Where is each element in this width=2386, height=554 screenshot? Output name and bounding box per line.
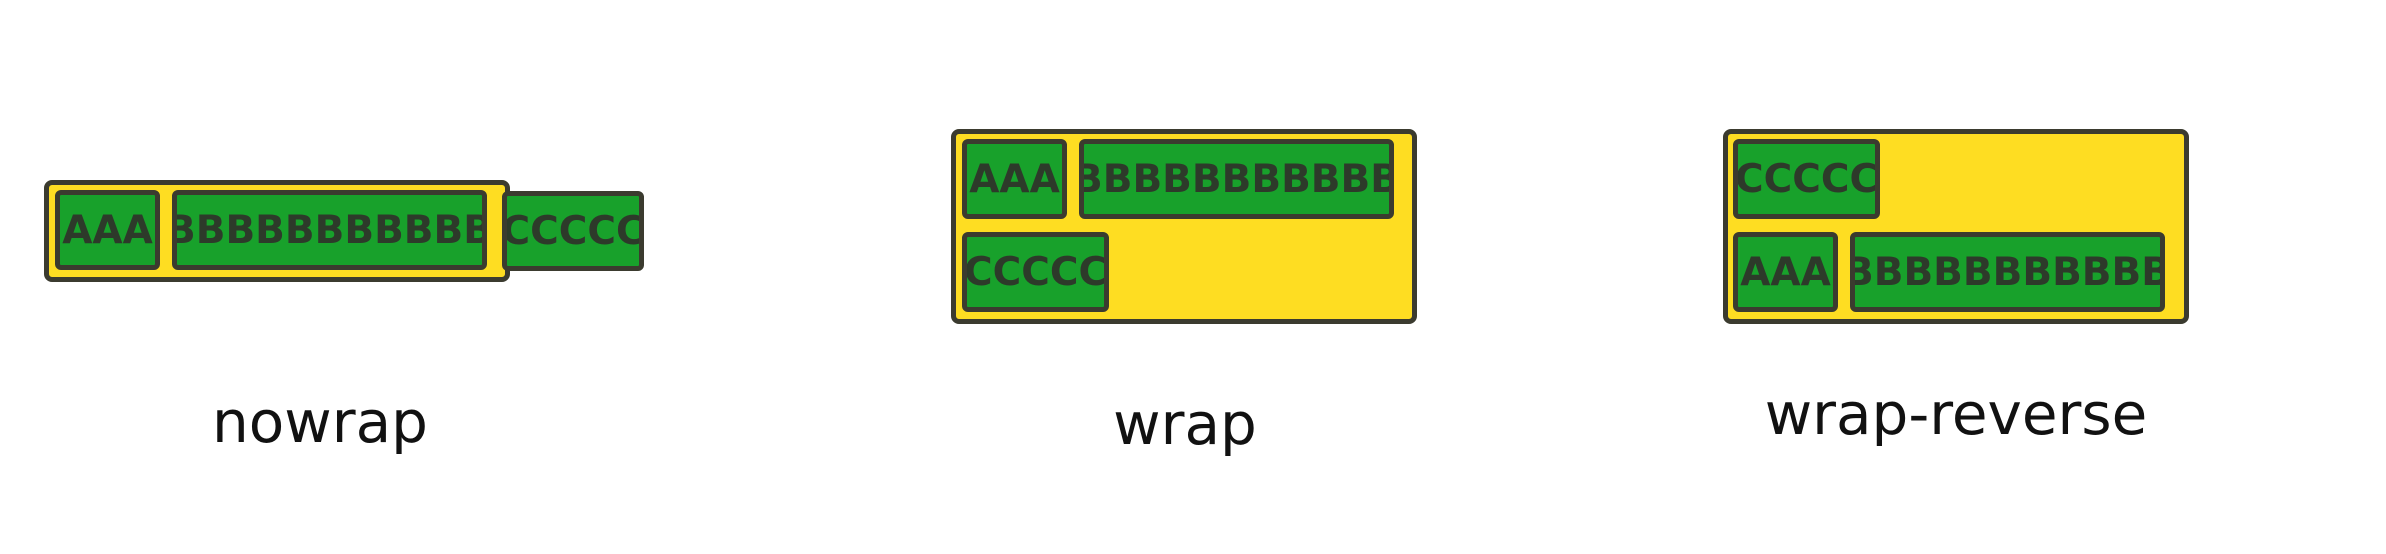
nowrap-item-ccc: CCCCC bbox=[502, 191, 644, 271]
nowrap-item-aaa: AAA bbox=[55, 190, 160, 270]
wrap-reverse-caption: wrap-reverse bbox=[1764, 380, 2148, 448]
wrap-reverse-item-ccc: CCCCC bbox=[1733, 139, 1880, 219]
nowrap-item-bbb: BBBBBBBBBBB bbox=[172, 190, 487, 270]
nowrap-caption: nowrap bbox=[212, 388, 428, 456]
wrap-item-ccc: CCCCC bbox=[962, 232, 1109, 312]
wrap-caption: wrap bbox=[1113, 390, 1257, 458]
wrap-item-aaa: AAA bbox=[962, 139, 1067, 219]
wrap-item-bbb: BBBBBBBBBBB bbox=[1079, 139, 1394, 219]
wrap-reverse-item-bbb: BBBBBBBBBBB bbox=[1850, 232, 2165, 312]
wrap-reverse-item-aaa: AAA bbox=[1733, 232, 1838, 312]
